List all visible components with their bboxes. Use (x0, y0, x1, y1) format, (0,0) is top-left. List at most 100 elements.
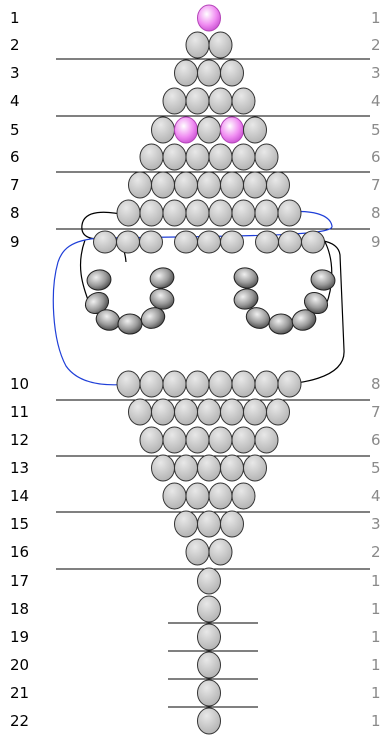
bead (116, 230, 140, 254)
bead (197, 171, 221, 199)
bead (197, 510, 221, 538)
bead (277, 370, 302, 398)
bead (208, 482, 233, 510)
bead-count-17: 1 (371, 572, 381, 590)
bead-count-11: 7 (371, 403, 381, 421)
row-number-3: 3 (10, 64, 20, 82)
row-number-2: 2 (10, 36, 20, 54)
bead-count-2: 2 (371, 36, 381, 54)
bead (266, 171, 290, 199)
bead-count-3: 3 (371, 64, 381, 82)
bead (231, 370, 256, 398)
bead (208, 143, 233, 171)
bead-pink (220, 116, 244, 144)
bead (220, 230, 244, 254)
bead (197, 623, 221, 651)
eye-bead (310, 269, 336, 291)
eye-bead (149, 288, 175, 310)
row-number-20: 20 (10, 656, 29, 674)
row-number-14: 14 (10, 487, 29, 505)
bead-count-15: 3 (371, 515, 381, 533)
row-number-10: 10 (10, 375, 29, 393)
bead (174, 171, 198, 199)
bead (174, 230, 198, 254)
bead-count-22: 1 (371, 712, 381, 730)
row-number-1: 1 (10, 9, 20, 27)
eye-bead (149, 267, 175, 289)
bead-count-8: 8 (371, 204, 381, 222)
bead (277, 199, 302, 227)
bead (266, 398, 290, 426)
bead (197, 707, 221, 735)
bead-count-6: 6 (371, 148, 381, 166)
bead-pink (174, 116, 198, 144)
row-number-4: 4 (10, 92, 20, 110)
bead (197, 230, 221, 254)
bead (220, 454, 244, 482)
bead (185, 31, 210, 59)
eye-loops (84, 267, 336, 335)
bead (116, 370, 141, 398)
bead (220, 510, 244, 538)
bead (254, 143, 279, 171)
eye-bead (268, 313, 294, 335)
bead (174, 510, 198, 538)
bead (208, 199, 233, 227)
bead (197, 651, 221, 679)
eye-bead (303, 291, 329, 315)
bead (93, 230, 117, 254)
bead (278, 230, 302, 254)
bead (139, 426, 164, 454)
bead (162, 143, 187, 171)
bead (220, 59, 244, 87)
bead-pink (197, 4, 221, 32)
bead (243, 398, 267, 426)
bead (162, 370, 187, 398)
bead (231, 199, 256, 227)
bead-count-7: 7 (371, 176, 381, 194)
bead (197, 398, 221, 426)
bead (162, 482, 187, 510)
bead (208, 87, 233, 115)
bead (231, 426, 256, 454)
bead (243, 171, 267, 199)
bead (254, 370, 279, 398)
bead (185, 143, 210, 171)
row-number-16: 16 (10, 543, 29, 561)
bead (174, 454, 198, 482)
bead (197, 595, 221, 623)
row-number-5: 5 (10, 121, 20, 139)
bead-count-21: 1 (371, 684, 381, 702)
bead (220, 398, 244, 426)
bead-count-1: 1 (371, 9, 381, 27)
row-number-21: 21 (10, 684, 29, 702)
bead (151, 171, 175, 199)
row-number-18: 18 (10, 600, 29, 618)
row-number-12: 12 (10, 431, 29, 449)
bead (185, 482, 210, 510)
bead (208, 538, 233, 566)
row-number-15: 15 (10, 515, 29, 533)
bead-count-4: 4 (371, 92, 381, 110)
bead-count-14: 4 (371, 487, 381, 505)
bead (197, 679, 221, 707)
bead-count-19: 1 (371, 628, 381, 646)
row-number-6: 6 (10, 148, 20, 166)
row-number-22: 22 (10, 712, 29, 730)
bead (185, 370, 210, 398)
bead (208, 31, 233, 59)
bead (185, 426, 210, 454)
eye-bead (233, 288, 259, 310)
row-number-7: 7 (10, 176, 20, 194)
bead (139, 230, 163, 254)
bead (197, 567, 221, 595)
bead-count-5: 5 (371, 121, 381, 139)
bead (162, 199, 187, 227)
bead (116, 199, 141, 227)
bead (197, 116, 221, 144)
bead-count-16: 2 (371, 543, 381, 561)
bead (174, 398, 198, 426)
bead (208, 426, 233, 454)
